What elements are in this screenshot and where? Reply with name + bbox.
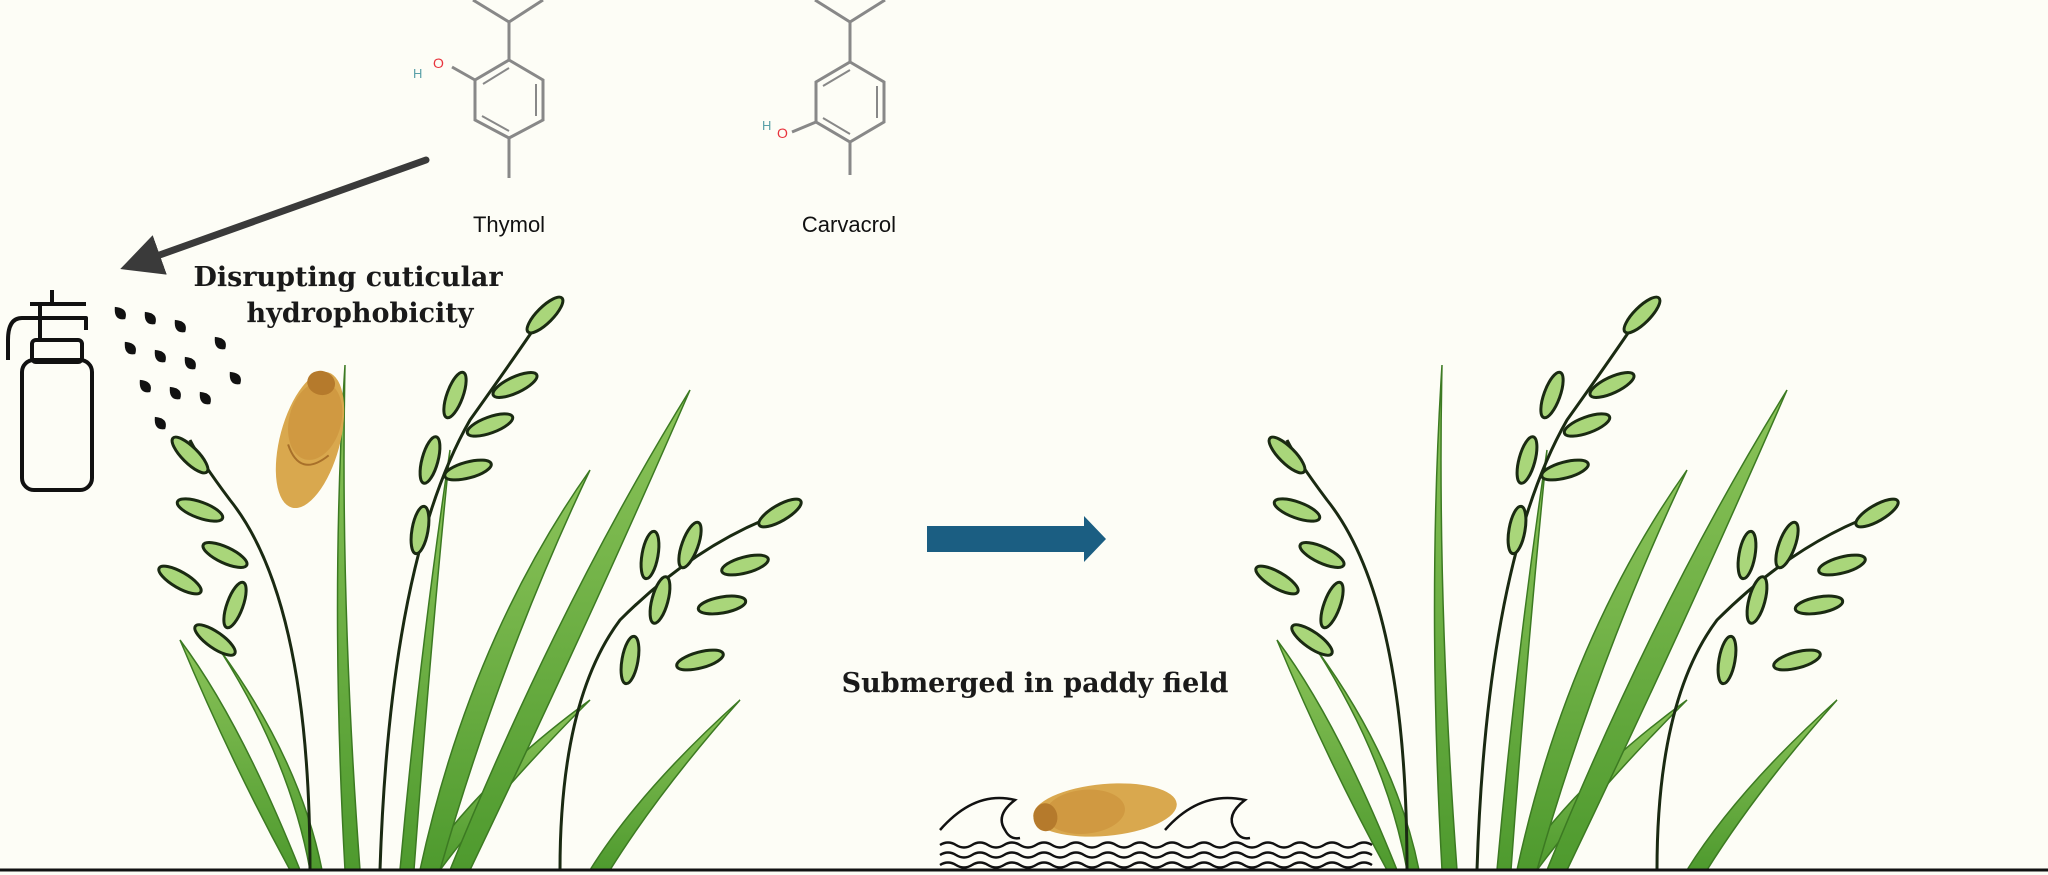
rice-grain — [442, 370, 468, 420]
spray-label-line2: hydrophobicity — [247, 298, 475, 329]
spray-droplet — [139, 379, 151, 393]
carvacrol-label: Carvacrol — [802, 212, 896, 237]
rice-grain — [648, 575, 672, 625]
spray-droplet — [184, 356, 196, 370]
spray-droplet — [199, 391, 211, 405]
rice-grain — [491, 371, 539, 399]
spray-droplet — [229, 371, 241, 385]
spray-droplet — [174, 319, 186, 333]
spray-droplet — [114, 306, 126, 320]
spray-droplet — [144, 311, 156, 325]
panicle-stem — [378, 304, 552, 871]
rice-grain — [696, 594, 748, 616]
rice-plant-right — [1250, 290, 1904, 872]
rice-grain — [675, 648, 725, 672]
spray-label-line1: Disrupting cuticular — [193, 262, 503, 293]
thymol-hydrogen-atom: H — [413, 66, 422, 81]
rice-grain — [720, 553, 770, 577]
submerged-label: Submerged in paddy field — [842, 668, 1229, 699]
spray-droplets-icon — [114, 306, 241, 430]
spray-bottle-icon — [6, 290, 94, 492]
rice-leaf-blade — [588, 699, 741, 871]
carvacrol-structure — [791, 0, 886, 175]
rice-grain — [418, 435, 442, 485]
water-waves-icon — [938, 796, 1374, 869]
spray-droplet — [124, 341, 136, 355]
thymol-label: Thymol — [473, 212, 545, 237]
rice-grain — [465, 412, 515, 438]
carvacrol-oxygen-atom: O — [777, 125, 788, 141]
rice-grain — [639, 529, 661, 581]
rice-grain — [193, 623, 237, 657]
planthopper-insect-submerged — [1033, 783, 1177, 837]
rice-grain — [170, 435, 210, 475]
carvacrol-hydrogen-atom: H — [762, 118, 771, 133]
process-arrow — [927, 516, 1106, 562]
spray-droplet — [169, 386, 181, 400]
rice-grain — [157, 564, 203, 596]
rice-grain — [175, 497, 225, 523]
rice-grain — [222, 580, 248, 630]
rice-plant-left — [157, 295, 803, 871]
rice-grain — [757, 497, 803, 529]
spray-droplet — [154, 416, 166, 430]
thymol-structure — [451, 0, 545, 178]
rice-grain — [409, 504, 431, 556]
rice-grain — [525, 295, 565, 335]
application-arrow — [120, 156, 430, 275]
planthopper-insect-on-plant — [275, 370, 345, 509]
thymol-oxygen-atom: O — [433, 55, 444, 71]
rice-grain — [619, 634, 641, 686]
rice-grain — [201, 541, 249, 569]
spray-droplet — [154, 349, 166, 363]
spray-droplet — [214, 336, 226, 350]
rice-grain — [443, 458, 493, 482]
rice-leaf-blade — [336, 364, 361, 871]
rice-grain — [677, 520, 703, 570]
panicle-stem — [558, 508, 791, 871]
